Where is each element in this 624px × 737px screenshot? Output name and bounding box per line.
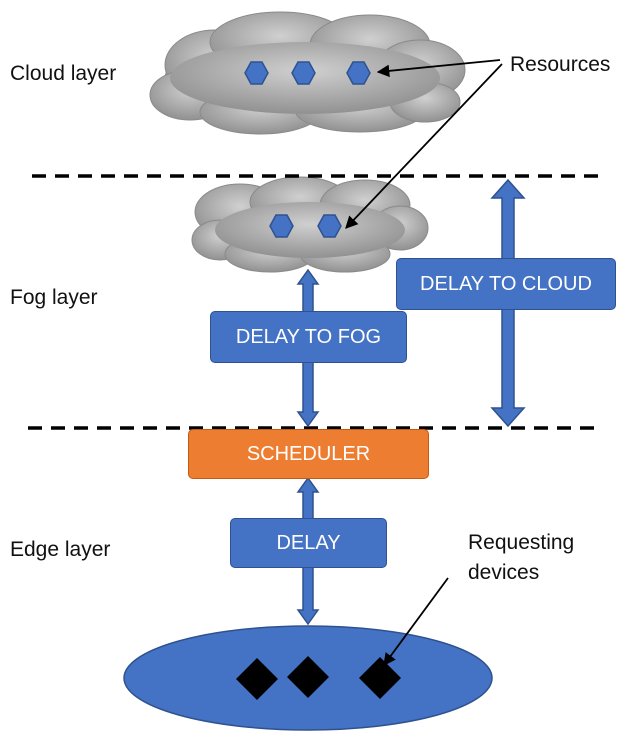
requesting-devices-label: Requesting devices [468, 528, 574, 588]
delay-box: DELAY [230, 518, 387, 568]
edge-layer-label: Edge layer [10, 538, 111, 561]
delay-to-fog-box: DELAY TO FOG [210, 311, 407, 363]
hexagon-icon [291, 61, 316, 85]
diamond-icon [236, 658, 278, 700]
cloud-layer-label: Cloud layer [10, 62, 117, 85]
diamond-icon [287, 656, 329, 698]
diamond-icon [359, 657, 401, 699]
requesting-label-line2: devices [468, 561, 540, 584]
hexagon-icon [269, 214, 294, 238]
resources-pointer-cloud [376, 59, 501, 78]
requesting-label-line1: Requesting [468, 531, 575, 554]
hexagon-icon [244, 61, 269, 85]
delay-to-cloud-box: DELAY TO CLOUD [396, 258, 616, 310]
fog-layer-cloud-fill [215, 202, 405, 258]
resources-label: Resources [510, 53, 611, 76]
fog-layer-label: Fog layer [10, 286, 98, 309]
scheduler-box: SCHEDULER [188, 429, 429, 479]
resources-pointer-fog [345, 63, 503, 229]
hexagon-icon [346, 61, 371, 85]
requesting-devices-pointer [383, 577, 449, 667]
hexagon-icon [317, 214, 342, 238]
